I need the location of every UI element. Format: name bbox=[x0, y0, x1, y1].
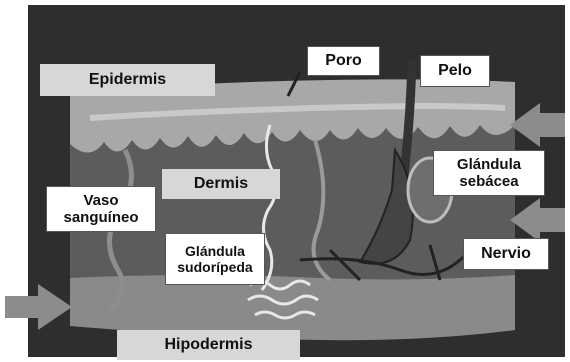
label-hipodermis: Hipodermis bbox=[117, 330, 300, 360]
label-vaso-sanguineo: Vaso sanguíneo bbox=[46, 186, 156, 232]
label-dermis: Dermis bbox=[162, 169, 280, 199]
label-epidermis: Epidermis bbox=[40, 64, 215, 96]
label-glandula-sudoripara: Glándula sudorípeda bbox=[165, 233, 265, 285]
label-poro: Poro bbox=[307, 46, 380, 76]
label-glandula-sebacea: Glándula sebácea bbox=[433, 150, 545, 196]
label-pelo: Pelo bbox=[420, 55, 490, 87]
label-nervio: Nervio bbox=[463, 238, 549, 270]
